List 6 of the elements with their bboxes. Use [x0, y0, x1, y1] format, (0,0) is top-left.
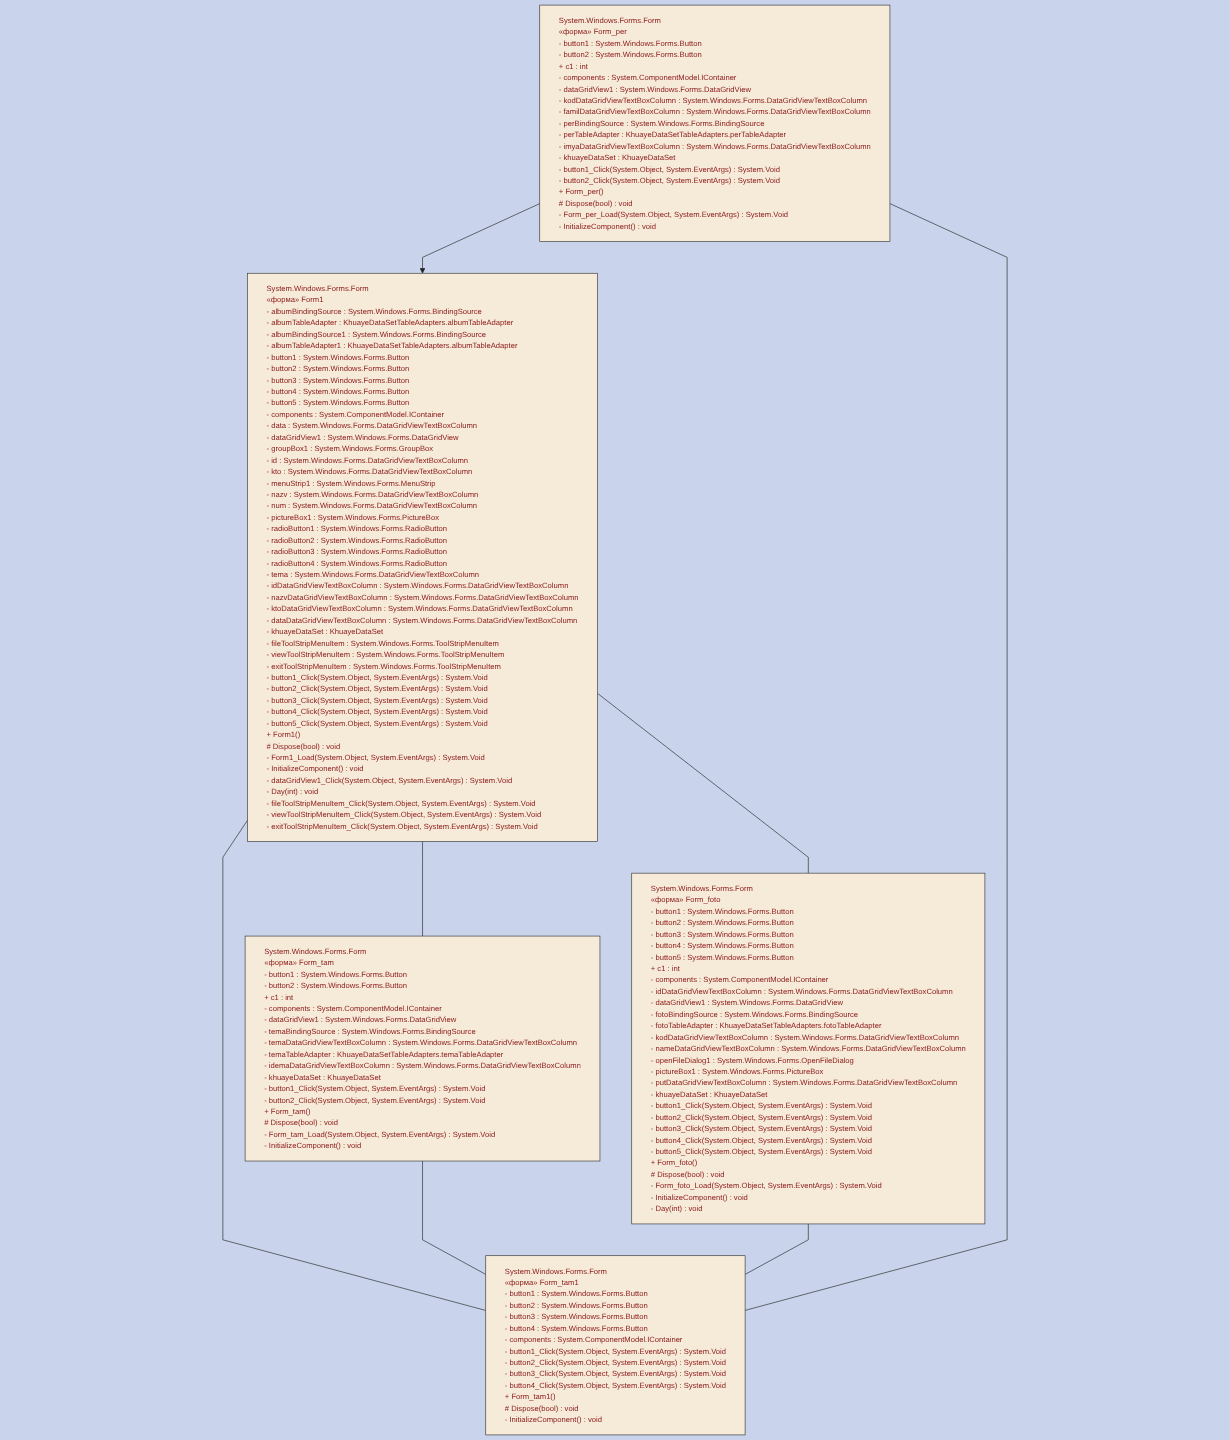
- connector: [422, 841, 423, 937]
- connector: [422, 1160, 487, 1275]
- connector: [597, 693, 809, 874]
- connector: [744, 1223, 809, 1275]
- connector: [222, 820, 487, 1311]
- connector: [744, 203, 1008, 1311]
